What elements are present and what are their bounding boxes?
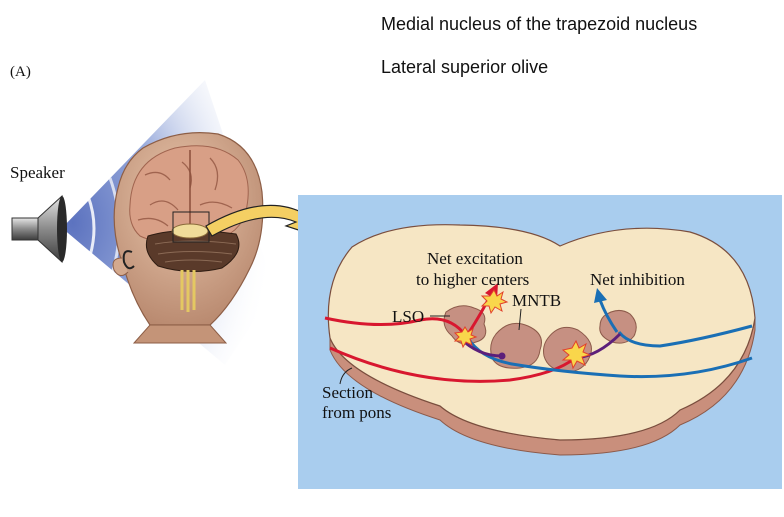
pons-section xyxy=(327,224,756,456)
net-excitation-label: Net excitation xyxy=(427,249,523,268)
mntb-label: MNTB xyxy=(512,291,561,310)
lso-label: LSO xyxy=(392,307,424,326)
panel-label: (A) xyxy=(10,64,31,80)
lso-left xyxy=(443,305,487,345)
spinal-cord xyxy=(180,270,196,312)
synapse xyxy=(498,352,506,360)
excitatory-path-left xyxy=(324,316,468,337)
inhibitory-path-right xyxy=(466,337,753,379)
legend-lso-definition: Lateral superior olive xyxy=(381,57,549,77)
firing-burst xyxy=(453,326,478,349)
net-excitation-label-line2: to higher centers xyxy=(416,270,529,289)
speaker-icon xyxy=(11,194,67,264)
leader-line-section xyxy=(339,367,353,385)
sound-wave-arc xyxy=(86,195,96,263)
leader-line-mntb xyxy=(518,308,522,331)
inhibitory-output xyxy=(598,299,619,333)
section-label: Section xyxy=(322,383,373,402)
section-label-line2: from pons xyxy=(322,403,391,422)
net-inhibition-label: Net inhibition xyxy=(590,270,685,289)
firing-burst xyxy=(480,289,509,315)
legend-mntb-definition: Medial nucleus of the trapezoid nucleus xyxy=(381,14,698,34)
brainstem-highlight xyxy=(171,223,209,239)
inhibition-arrowhead xyxy=(594,288,607,303)
head-illustration xyxy=(112,132,264,344)
firing-burst xyxy=(561,339,592,370)
speaker-label: Speaker xyxy=(10,163,65,182)
inhibitory-path-left xyxy=(617,324,753,348)
